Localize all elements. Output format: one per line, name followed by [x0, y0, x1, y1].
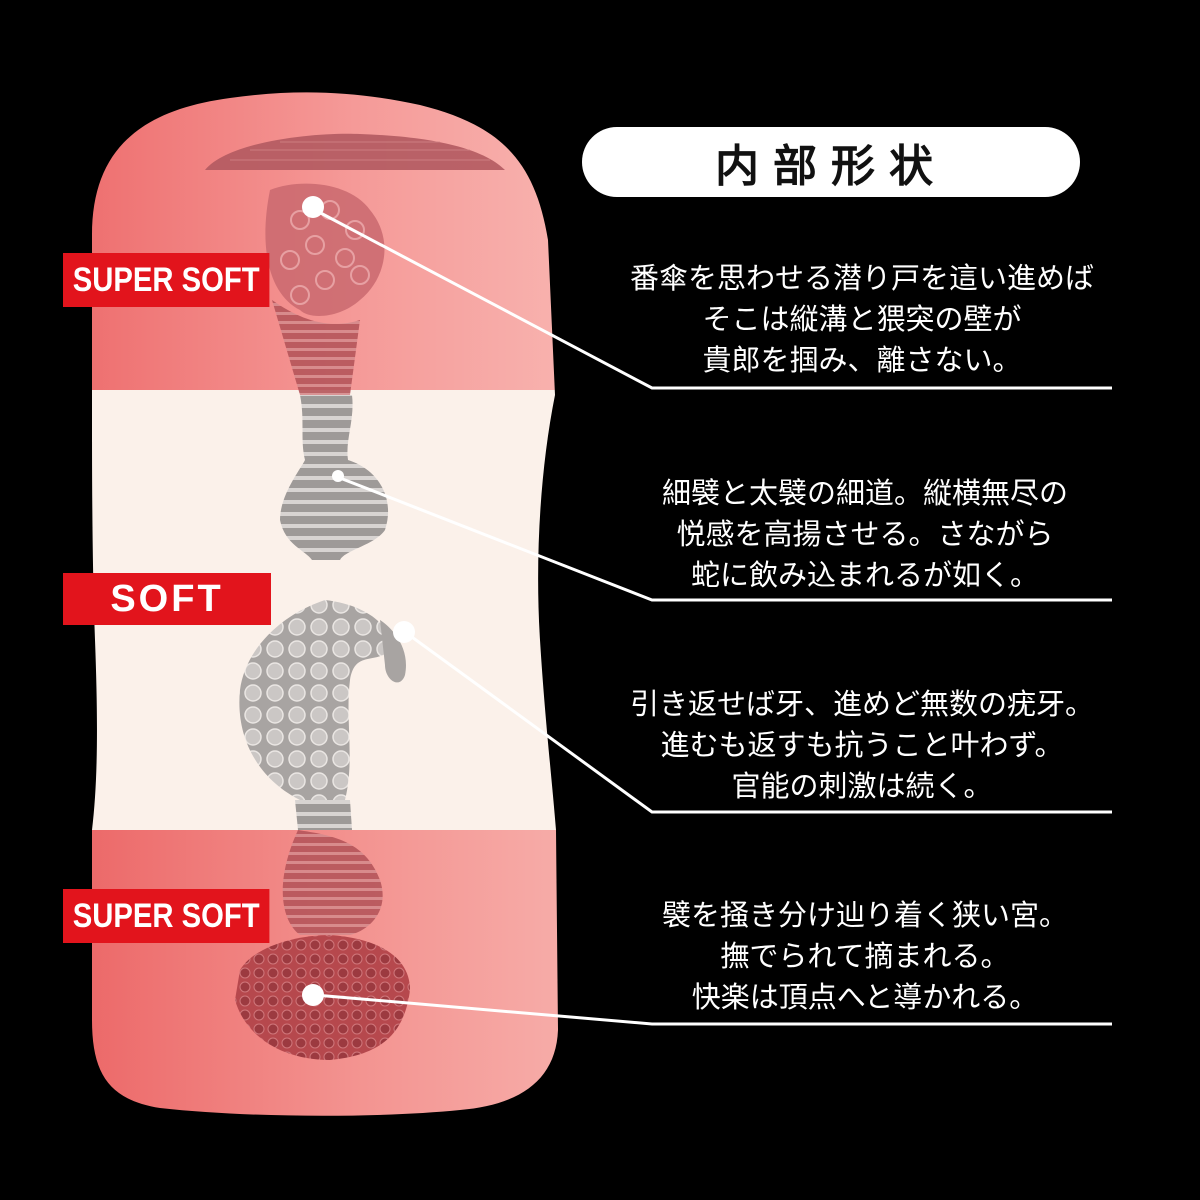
callout-line: 引き返せば牙、進めど無数の疣牙。 — [629, 687, 1094, 721]
callout-dot-3 — [393, 621, 415, 643]
callout-dot-4 — [302, 984, 324, 1006]
callout-line: 撫でられて摘まれる。 — [720, 939, 1010, 973]
callout-line: 番傘を思わせる潜り戸を這い進めば — [629, 261, 1094, 295]
section-title: 内部形状 — [582, 127, 1080, 197]
callout-line: 快楽は頂点へと導かれる。 — [691, 980, 1039, 1014]
callout-line: 悦感を高揚させる。さながら — [676, 517, 1054, 551]
callout-line: 進むも返すも抗うこと叶わず。 — [660, 728, 1064, 762]
zone-label-bottom: SUPER SOFT — [63, 889, 270, 943]
callout-text-4: 襞を掻き分け辿り着く狭い宮。 撫でられて摘まれる。 快楽は頂点へと導かれる。 — [620, 895, 1110, 1018]
zone-label-middle: SOFT — [63, 573, 271, 625]
callout-text-3: 引き返せば牙、進めど無数の疣牙。 進むも返すも抗うこと叶わず。 官能の刺激は続く… — [612, 684, 1112, 807]
zone-label-text: SUPER SOFT — [72, 896, 260, 935]
callout-line: 貴郎を掴み、離さない。 — [702, 343, 1022, 377]
callout-dot-2 — [332, 470, 344, 482]
callout-text-1: 番傘を思わせる潜り戸を這い進めば そこは縦溝と猥突の壁が 貴郎を掴み、離さない。 — [612, 258, 1112, 381]
callout-line: 官能の刺激は続く。 — [731, 769, 993, 803]
callout-text-2: 細襞と太襞の細道。縦横無尽の 悦感を高揚させる。さながら 蛇に飲み込まれるが如く… — [620, 473, 1110, 596]
section-title-text: 内部形状 — [715, 141, 947, 192]
zone-label-text: SUPER SOFT — [72, 260, 260, 299]
callout-line: 蛇に飲み込まれるが如く。 — [690, 558, 1039, 592]
zone-label-top: SUPER SOFT — [63, 253, 270, 307]
callout-line: 細襞と太襞の細道。縦横無尽の — [661, 476, 1068, 510]
zone-label-text: SOFT — [110, 577, 224, 620]
callout-line: そこは縦溝と猥突の壁が — [702, 302, 1022, 336]
callout-dot-1 — [302, 196, 324, 218]
callout-line: 襞を掻き分け辿り着く狭い宮。 — [661, 898, 1068, 932]
